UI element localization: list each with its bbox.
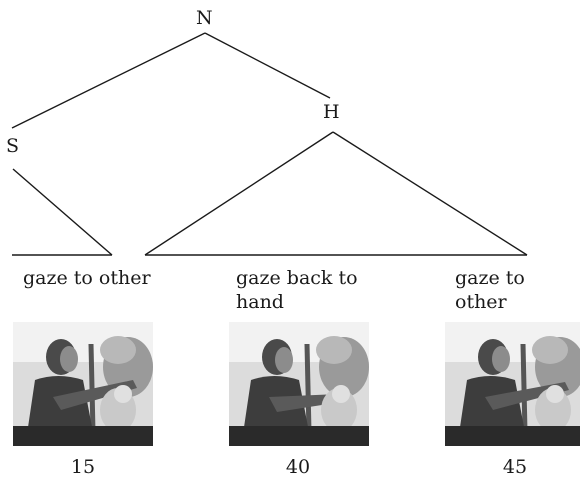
edge-n-s [11,32,206,129]
frame-2-caption: gaze back to hand [236,267,358,313]
woman-photo-frame-3 [445,322,580,446]
frame-3-number: 45 [502,456,528,478]
edge-n-h [204,32,331,99]
woman-photo-frame-1 [13,322,153,446]
tree-diagram [11,32,528,256]
frame-3-caption: gaze to other [455,267,525,313]
edge-h-left [144,131,334,256]
node-h: H [323,101,340,123]
frame-1-caption: gaze to other [23,267,151,289]
node-s: S [6,135,20,157]
edge-h-right [332,131,528,256]
edge-s-frame1 [12,168,113,256]
frame-1-number: 15 [70,456,96,478]
woman-photo-frame-2 [229,322,369,446]
frame-2-number: 40 [285,456,311,478]
node-n: N [196,7,213,29]
